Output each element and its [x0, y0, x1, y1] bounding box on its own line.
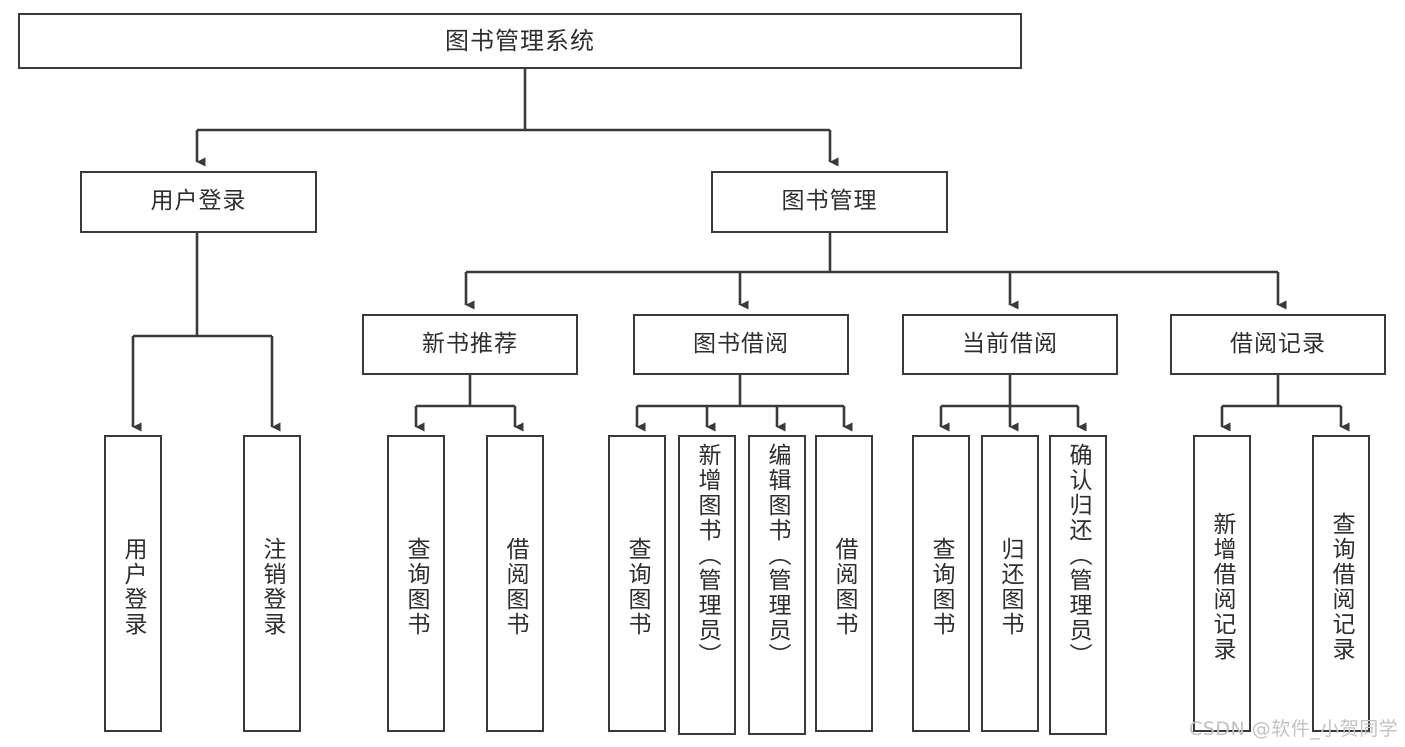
node-label: 新增借阅记录 [1209, 511, 1236, 662]
node-label: 查询图书 [403, 536, 430, 637]
csdn-watermark: CSDN @软件_小贺同学 [1189, 718, 1399, 740]
leaf-borrow-query-book[interactable]: 查询图书 [608, 435, 666, 732]
leaf-user-login-signout[interactable]: 注销登录 [243, 435, 301, 732]
leaf-record-add-record[interactable]: 新增借阅记录 [1193, 435, 1251, 732]
node-borrow-record[interactable]: 借阅记录 [1170, 314, 1386, 375]
node-label: 查询借阅记录 [1328, 511, 1355, 662]
leaf-borrow-add-book[interactable]: 新增图书（管理员） [678, 435, 736, 735]
node-label: 注销登录 [259, 536, 286, 637]
node-new-book-recommend[interactable]: 新书推荐 [362, 314, 578, 375]
node-label: 确认归还（管理员） [1065, 443, 1092, 668]
node-label: 用户登录 [120, 536, 147, 637]
node-label: 借阅图书 [831, 536, 858, 637]
node-label: 查询图书 [624, 536, 651, 637]
node-label: 新增图书（管理员） [694, 443, 721, 668]
leaf-record-query-record[interactable]: 查询借阅记录 [1312, 435, 1370, 732]
node-label: 借阅图书 [502, 536, 529, 637]
node-label: 当前借阅 [962, 330, 1058, 357]
leaf-borrow-borrow-book[interactable]: 借阅图书 [815, 435, 873, 732]
node-book-management[interactable]: 图书管理 [711, 171, 948, 233]
leaf-recommend-query-book[interactable]: 查询图书 [387, 435, 445, 732]
leaf-user-login-signin[interactable]: 用户登录 [104, 435, 162, 732]
node-label: 图书管理系统 [445, 26, 595, 55]
node-label: 查询图书 [928, 536, 955, 637]
node-current-borrow[interactable]: 当前借阅 [902, 314, 1118, 375]
node-book-borrow[interactable]: 图书借阅 [633, 314, 849, 375]
node-label: 编辑图书（管理员） [764, 443, 791, 668]
leaf-borrow-edit-book[interactable]: 编辑图书（管理员） [748, 435, 806, 735]
node-label: 用户登录 [150, 188, 247, 215]
node-label: 归还图书 [997, 536, 1024, 637]
node-label: 图书管理 [781, 188, 878, 215]
leaf-current-return-book[interactable]: 归还图书 [981, 435, 1039, 732]
leaf-recommend-borrow-book[interactable]: 借阅图书 [486, 435, 544, 732]
node-user-login[interactable]: 用户登录 [80, 171, 317, 233]
node-root-system[interactable]: 图书管理系统 [18, 13, 1022, 69]
leaf-current-query-book[interactable]: 查询图书 [912, 435, 970, 732]
node-label: 新书推荐 [422, 330, 518, 357]
leaf-current-confirm-return[interactable]: 确认归还（管理员） [1049, 435, 1107, 735]
node-label: 图书借阅 [693, 330, 789, 357]
node-label: 借阅记录 [1230, 330, 1326, 357]
